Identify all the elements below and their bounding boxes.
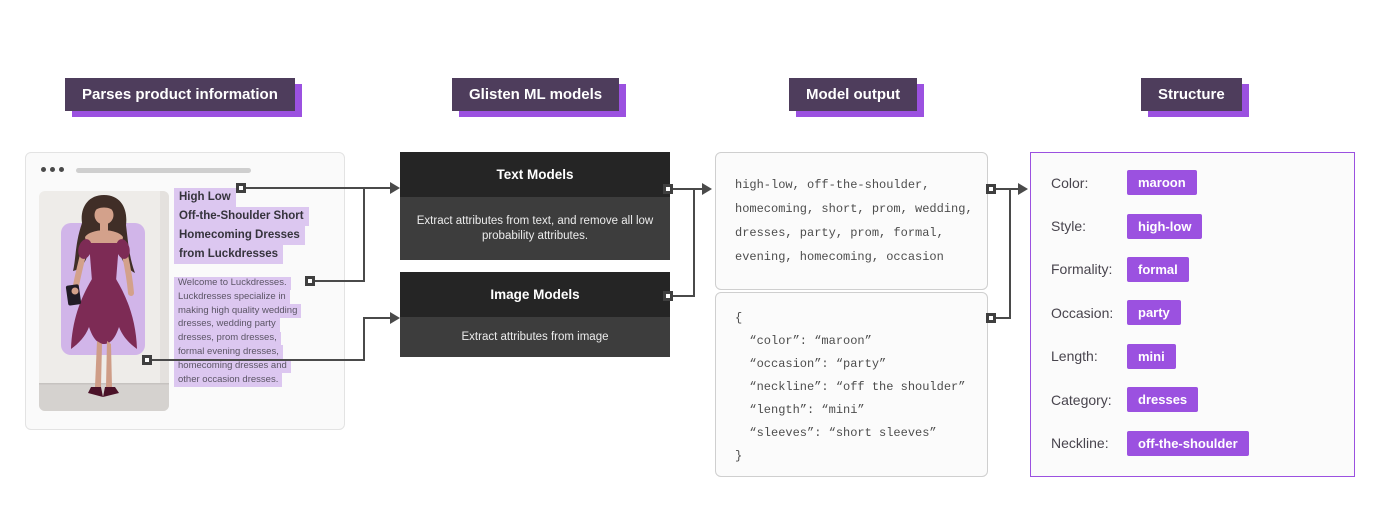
json-line: “occasion”: “party” xyxy=(735,357,887,371)
json-line: “length”: “mini” xyxy=(735,403,865,417)
browser-url-bar xyxy=(76,168,251,173)
json-line: } xyxy=(735,449,743,463)
attribute-value-badge: maroon xyxy=(1127,170,1197,196)
product-title-line: Homecoming Dresses xyxy=(174,225,309,245)
json-line: “sleeves”: “short sleeves” xyxy=(735,426,937,440)
attribute-value-badge: party xyxy=(1127,300,1181,326)
arrow-icon xyxy=(390,182,400,194)
attribute-label: Length: xyxy=(1051,348,1098,365)
header-structure: Structure xyxy=(1141,78,1242,111)
product-description-line: making high quality wedding xyxy=(174,300,302,318)
product-description-line: dresses, prom dresses, xyxy=(174,327,301,346)
image-models-box: Image Models Extract attributes from ima… xyxy=(400,272,670,357)
product-description-line: other occasion dresses. xyxy=(174,369,301,387)
keywords-line: evening, homecoming, occasion xyxy=(735,250,944,264)
header-model-output: Model output xyxy=(789,78,918,111)
image-models-description: Extract attributes from image xyxy=(461,330,609,343)
attribute-value-badge: formal xyxy=(1127,256,1189,282)
anchor-node-icon xyxy=(986,184,996,194)
connector-json-to-structure xyxy=(995,189,1011,319)
attribute-label: Neckline: xyxy=(1051,435,1109,452)
dress-model-illustration xyxy=(39,191,169,411)
text-models-title: Text Models xyxy=(400,152,670,197)
attribute-row: Category: dresses xyxy=(1051,378,1354,421)
text-models-description: Extract attributes from text, and remove… xyxy=(416,214,654,242)
attribute-label: Style: xyxy=(1051,218,1087,235)
attribute-value-badge: off-the-shoulder xyxy=(1127,430,1249,456)
keywords-output-box: high-low, off-the-shoulder, homecoming, s… xyxy=(715,152,988,290)
arrow-icon xyxy=(390,312,400,324)
attribute-row: Style: high-low xyxy=(1051,204,1354,247)
product-description-line: Welcome to Luckdresses. xyxy=(174,272,301,291)
product-title-line: High Low xyxy=(174,187,309,207)
connector-image-models-to-output xyxy=(672,189,695,297)
attribute-row: Occasion: party xyxy=(1051,291,1354,334)
attribute-value-badge: mini xyxy=(1127,343,1176,369)
anchor-node-icon xyxy=(986,313,996,323)
product-description-line: homecoming dresses and xyxy=(174,355,301,374)
header-glisten-ml-models: Glisten ML models xyxy=(452,78,620,111)
structure-box: Color: maroon Style: high-low Formality:… xyxy=(1030,152,1355,477)
product-description: Welcome to Luckdresses.Luckdresses speci… xyxy=(174,272,302,387)
attribute-row: Length: mini xyxy=(1051,335,1354,378)
keywords-line: homecoming, short, prom, wedding, xyxy=(735,202,973,216)
attribute-label: Category: xyxy=(1051,391,1112,408)
keywords-line: high-low, off-the-shoulder, xyxy=(735,178,930,192)
attribute-label: Formality: xyxy=(1051,261,1113,278)
attribute-value-badge: high-low xyxy=(1127,213,1203,239)
keywords-line: dresses, party, prom, formal, xyxy=(735,226,944,240)
product-title-line: Off-the-Shoulder Short xyxy=(174,206,309,226)
json-output-box: { “color”: “maroon” “occasion”: “party” … xyxy=(715,292,988,477)
attribute-value-badge: dresses xyxy=(1127,387,1199,413)
header-parses-product-information: Parses product information xyxy=(65,78,295,111)
attribute-row: Formality: formal xyxy=(1051,248,1354,291)
json-line: { xyxy=(735,311,743,325)
browser-window-dots-icon xyxy=(41,167,64,172)
json-line: “color”: “maroon” xyxy=(735,334,872,348)
product-photo xyxy=(39,191,169,411)
attribute-label: Occasion: xyxy=(1051,304,1114,321)
text-models-box: Text Models Extract attributes from text… xyxy=(400,152,670,260)
attribute-label: Color: xyxy=(1051,174,1089,191)
arrow-icon xyxy=(702,183,712,195)
json-line: “neckline”: “off the shoulder” xyxy=(735,380,966,394)
product-description-line: formal evening dresses, xyxy=(174,341,301,360)
attribute-row: Color: maroon xyxy=(1051,161,1354,204)
product-title-line: from Luckdresses xyxy=(174,244,309,264)
image-models-title: Image Models xyxy=(400,272,670,317)
attribute-row: Neckline: off-the-shoulder xyxy=(1051,421,1354,464)
product-description-line: Luckdresses specialize in xyxy=(174,286,301,305)
arrow-icon xyxy=(1018,183,1028,195)
